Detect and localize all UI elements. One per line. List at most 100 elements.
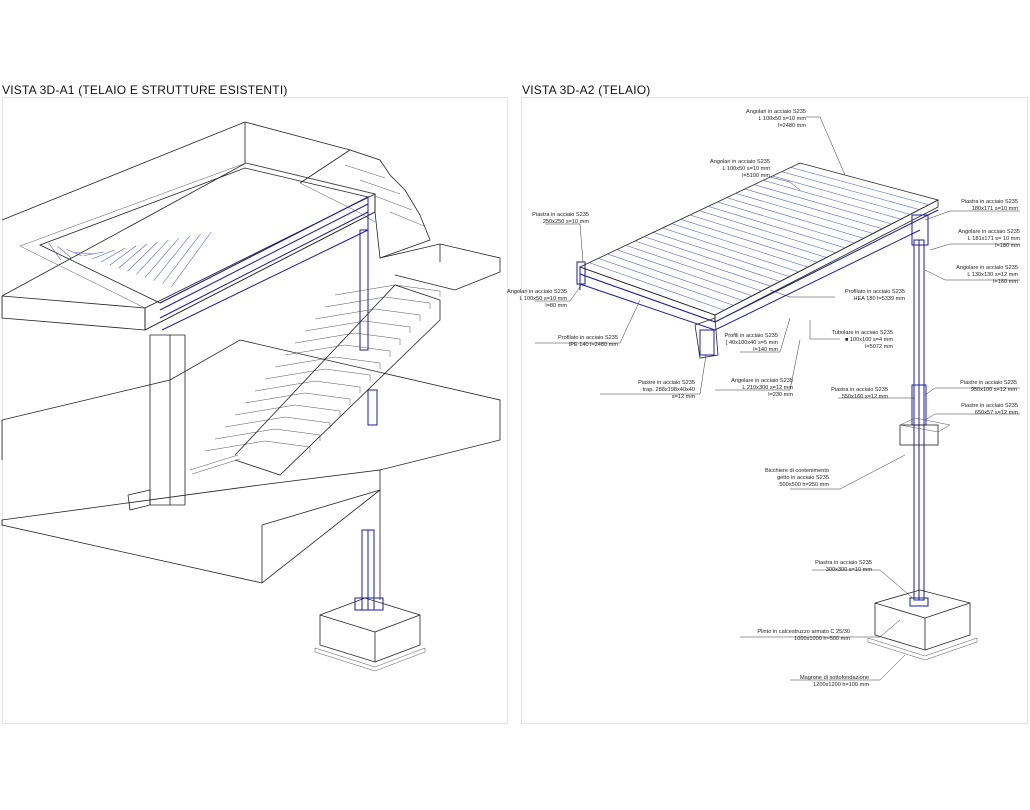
stair-step [214, 428, 321, 441]
stair-step [244, 392, 351, 405]
roof-sheet-line [754, 184, 892, 225]
stair-step [324, 296, 431, 309]
existing-column [127, 334, 186, 511]
roof-sheet-line [699, 210, 836, 253]
roof-sheet-line [48, 242, 61, 261]
steel-frame-left [159, 196, 378, 611]
roof-sheet-line [790, 167, 929, 206]
stair-step [224, 416, 331, 429]
roof-sheet-line [763, 180, 901, 220]
annotation-line: Magrone di sottofondazione [800, 675, 869, 681]
roof-sheet-line [118, 243, 147, 269]
stairs-upper [299, 149, 501, 291]
roof-sheet-line [616, 249, 753, 297]
footing-left [314, 597, 426, 672]
footing-right [867, 589, 978, 661]
annotation-line: Plinto in calcestruzzo armato C 25/30 [757, 629, 850, 635]
annotation-line: HEA 180 l=5339 mm [854, 296, 906, 302]
roof-sheet-line [708, 206, 846, 249]
roof-sheet-line [726, 197, 864, 239]
roof-sheet-line [671, 223, 809, 268]
annotation-line: 1000x1000 h=500 mm [794, 636, 850, 642]
roof-sheet-line [589, 262, 725, 311]
annotation-line: 180x171 s=10 mm [972, 206, 1019, 212]
annotation-line: Angolari in acciaio S235 [507, 289, 567, 295]
roof-sheet-line [171, 231, 212, 288]
stair-step [334, 284, 441, 297]
roof-sheet-line [644, 236, 781, 282]
annotation-line: Angolari in acciaio S235 [710, 159, 770, 165]
stairs-lower [204, 284, 441, 476]
roof-sheet-line [781, 171, 920, 210]
annotation-line: l=140 mm [753, 347, 778, 353]
roof-sheet-line [634, 240, 771, 287]
annotation-line: Piastra in acciaio S235 [961, 199, 1018, 205]
annotation-line: Profilato in acciaio S235 [845, 289, 905, 295]
annotation-line: 250x250 s=10 mm [543, 219, 590, 225]
roof-sheet-line [153, 235, 190, 281]
stair-step [314, 308, 421, 321]
annotation-line: Profilato in acciaio S235 [558, 335, 618, 341]
annotation-line: s=12 mm [672, 394, 695, 400]
annotation-line: [ 40x100x40 s=5 mm [726, 340, 778, 346]
annotation-line: l=5072 mm [865, 344, 893, 350]
roof-sheet-line [689, 214, 827, 258]
roof-sheet-line [136, 239, 169, 275]
stair-step [234, 404, 341, 417]
roof-sheet-line [772, 175, 911, 215]
annotation-line: L 100x50 s=10 mm [722, 166, 770, 172]
right-view-frame [521, 97, 1028, 724]
annotation-line: L 100x50 s=10 mm [758, 116, 806, 122]
roof-sheets-left [48, 231, 212, 288]
roof-sheet-line [735, 193, 874, 234]
stair-step [264, 368, 371, 381]
ground-slab [1, 339, 501, 600]
roof-sheet-line [717, 201, 855, 244]
roof-sheet-line [598, 258, 734, 306]
roof-sheet-line [74, 252, 94, 255]
roof-sheet-line [127, 241, 158, 272]
left-view-title: VISTA 3D-A1 (TELAIO E STRUTTURE ESISTENT… [2, 83, 288, 97]
annotation-pli1: Plinto in calcestruzzo armato C 25/30100… [757, 629, 850, 642]
annotation-line: getto in acciaio S235 [777, 475, 829, 481]
annotation-line: l=160 mm [993, 279, 1018, 285]
annotation-line: Piastre in acciaio S235 [961, 403, 1018, 409]
annotation-line: Profili in acciaio S235 [725, 333, 778, 339]
annotation-line: Angolari in acciaio S235 [746, 109, 806, 115]
annotation-line: Angolare in acciaio S235 [958, 229, 1020, 235]
annotation-line: 950x100 s=12 mm [971, 387, 1018, 393]
roof-sheet-line [144, 237, 180, 278]
annotation-line: ■ 100x100 s=4 mm [845, 337, 893, 343]
beams [576, 209, 939, 359]
annotation-line: l=2480 mm [778, 123, 806, 129]
right-view-title: VISTA 3D-A2 (TELAIO) [522, 83, 651, 97]
annotation-line: 500x500 h=250 mm [779, 482, 829, 488]
roof-sheet-line [162, 233, 201, 284]
annotation-line: Piastre in acciaio S235 [960, 380, 1017, 386]
roof-sheet-line [57, 246, 72, 259]
annotation-line: L 130x130 s=12 mm [967, 272, 1018, 278]
stair-step [254, 380, 361, 393]
roof-sheet-line [653, 232, 790, 277]
annotation-line: L 181x171 s= 10 mm [968, 236, 1021, 242]
annotation-line: IPE 140 l=2480 mm [569, 342, 619, 348]
annotation-line: l=230 mm [768, 392, 793, 398]
annotation-line: Piastra in acciaio S235 [815, 560, 872, 566]
roof-sheet-line [92, 249, 115, 260]
annotation-line: Piastra in acciaio S235 [532, 212, 589, 218]
roof-sheet-line [109, 245, 137, 266]
annotation-line: 650x57 s=12 mm [975, 410, 1018, 416]
